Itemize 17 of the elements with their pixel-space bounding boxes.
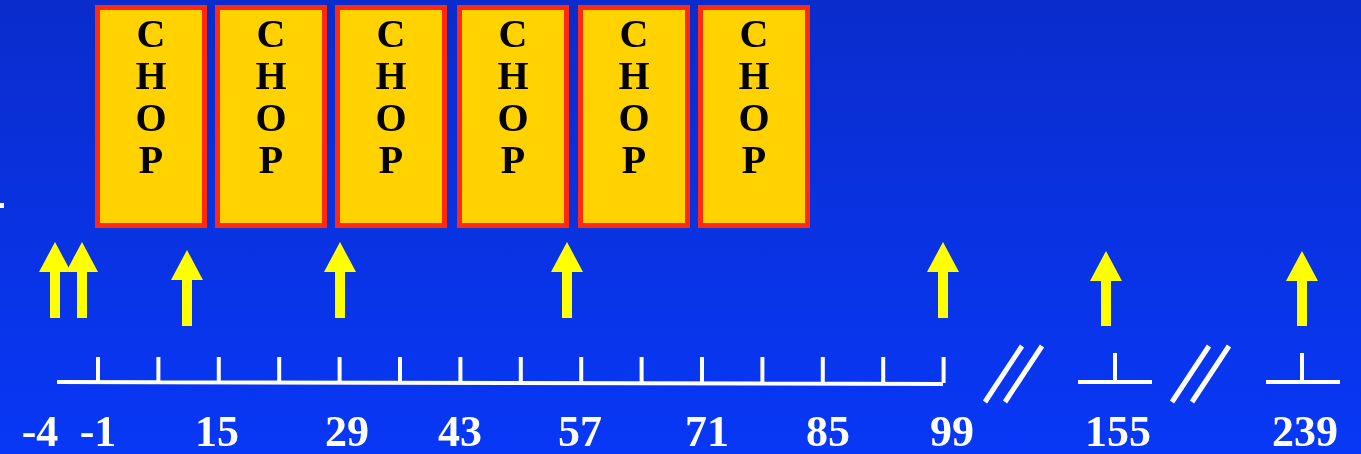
treatment-cycle-box: CHOP	[578, 5, 690, 228]
treatment-cycle-box: CHOP	[95, 5, 207, 228]
day-label: 239	[1272, 408, 1338, 454]
day-label: 57	[558, 408, 602, 454]
treatment-cycle-box: CHOP	[457, 5, 569, 228]
day-label: 29	[325, 408, 369, 454]
day-label: 85	[806, 408, 850, 454]
treatment-cycle-box: CHOP	[698, 5, 810, 228]
day-label: 15	[195, 408, 239, 454]
day-label: 43	[438, 408, 482, 454]
treatment-cycle-box: CHOP	[215, 5, 327, 228]
day-label: -4	[21, 408, 59, 454]
treatment-cycle-box: CHOP	[335, 5, 447, 228]
day-label: 99	[930, 408, 974, 454]
day-label: -1	[79, 408, 117, 454]
day-label: 71	[685, 408, 729, 454]
day-label: 155	[1085, 408, 1151, 454]
